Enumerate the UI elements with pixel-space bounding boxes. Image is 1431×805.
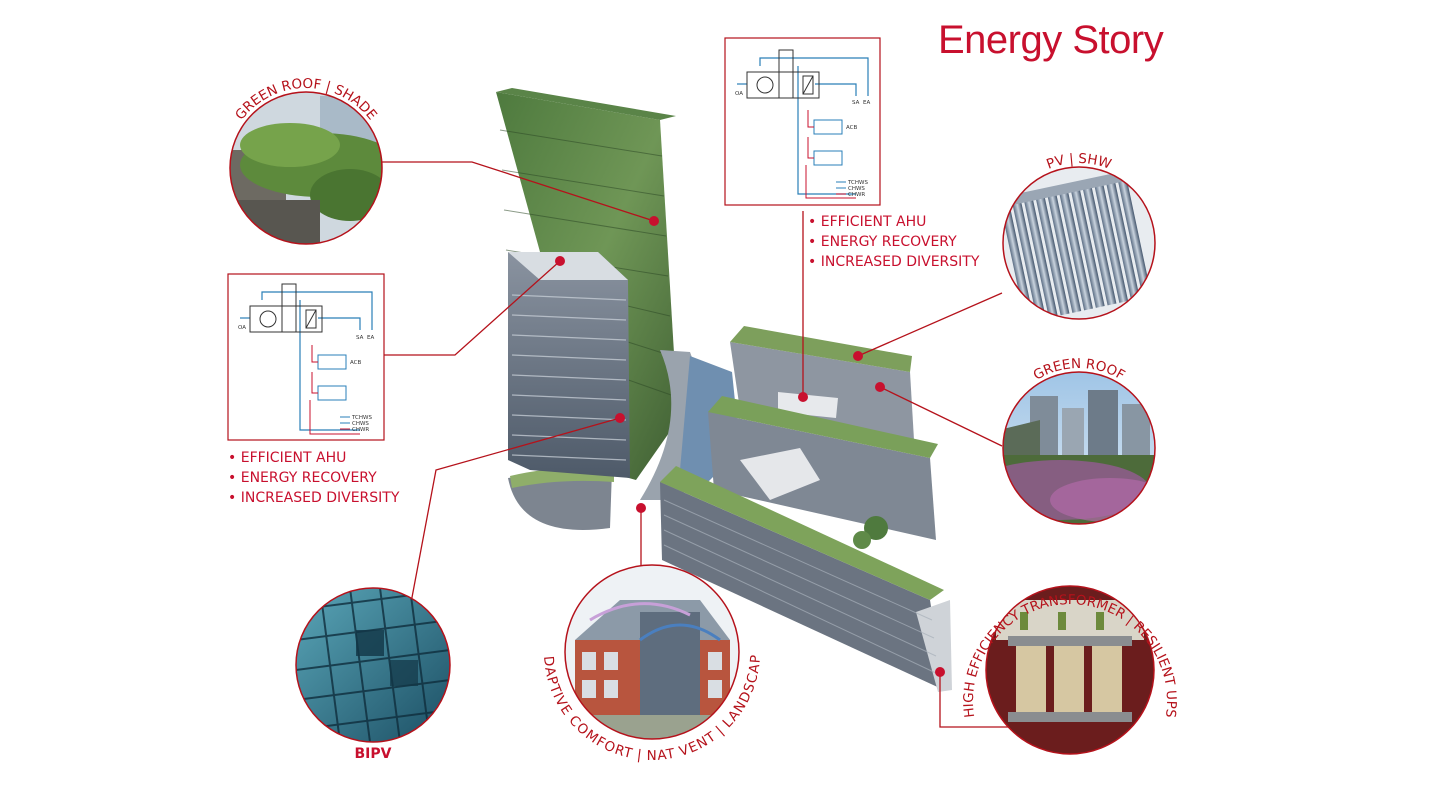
building-section-photo	[564, 564, 740, 740]
bipv-glass-facade-photo	[295, 587, 451, 743]
back-block-court	[778, 392, 838, 418]
leader-lines	[380, 161, 1010, 728]
legend-chws: CHWS	[848, 186, 865, 192]
bullet-item: ENERGY RECOVERY	[808, 232, 979, 252]
middle-block-roof	[708, 396, 938, 458]
callout-dot	[875, 382, 885, 392]
bullet-item: EFFICIENT AHU	[228, 448, 399, 468]
middle-block	[708, 412, 936, 540]
page-title: Energy Story	[938, 18, 1164, 62]
acb-label: ACB	[846, 125, 858, 131]
leader-green-roof	[879, 386, 1003, 447]
green-roof-photo	[1002, 371, 1156, 525]
front-block-roof	[660, 466, 944, 600]
bullet-item: INCREASED DIVERSITY	[228, 488, 400, 508]
callout-dot	[615, 413, 625, 423]
legend-chws: CHWS	[352, 421, 369, 427]
acb-label: ACB	[350, 360, 362, 366]
callout-dot	[649, 216, 659, 226]
ea-label: EA	[367, 335, 374, 341]
callout-dot	[935, 667, 945, 677]
bullet-item: EFFICIENT AHU	[808, 212, 979, 232]
green-roof-shade-photo	[229, 91, 383, 245]
leader-transformer	[939, 672, 1010, 728]
hvac-top-bullets: EFFICIENT AHU ENERGY RECOVERY INCREASED …	[808, 212, 980, 272]
callout-dot	[798, 392, 808, 402]
legend-chwr: CHWR	[848, 192, 865, 198]
tree	[864, 516, 888, 540]
sa-label: SA	[356, 335, 364, 341]
glass-tower	[508, 252, 630, 478]
caption-pv-shw: PV | SHW	[1044, 151, 1113, 173]
legend-chwr: CHWR	[352, 427, 369, 433]
legend-tchws: TCHWS	[847, 180, 868, 186]
back-block-roof	[730, 326, 912, 372]
hvac-left-bullets: EFFICIENT AHU ENERGY RECOVERY INCREASED …	[228, 448, 400, 508]
caption-bipv: BIPV	[354, 746, 392, 762]
leader-green-roof-shade	[380, 161, 655, 222]
solar-hot-water-tubes-photo	[1002, 166, 1156, 320]
bullet-item: ENERGY RECOVERY	[228, 468, 399, 488]
transformer-photo	[985, 585, 1155, 755]
callout-dot	[853, 351, 863, 361]
glass-tower-floors	[511, 294, 627, 461]
callout-dot	[555, 256, 565, 266]
oa-label: OA	[238, 325, 246, 331]
front-block-floors	[663, 499, 939, 675]
leader-hvac-left	[384, 260, 561, 356]
legend-tchws: TCHWS	[351, 415, 372, 421]
glass-tower-roof	[508, 252, 628, 280]
green-tower-top	[496, 88, 676, 120]
sa-label: SA	[852, 100, 860, 106]
leader-bipv	[409, 417, 621, 609]
middle-block-core	[740, 448, 820, 500]
callout-dot	[636, 503, 646, 513]
hvac-schematic-top: OA SA EA ACB TCHWS CHWS CHWR	[724, 37, 881, 206]
ea-label: EA	[863, 100, 870, 106]
oa-label: OA	[735, 91, 743, 97]
podium-curve	[508, 470, 612, 530]
building-complex-rendering	[496, 88, 952, 692]
hvac-schematic-left: OA SA EA ACB TCHWS CHWS CHWR	[227, 273, 385, 441]
front-block	[660, 482, 944, 690]
leader-dots	[555, 216, 945, 677]
tree	[853, 531, 871, 549]
leader-pv-shw	[857, 292, 1003, 357]
bullet-item: INCREASED DIVERSITY	[808, 252, 980, 272]
